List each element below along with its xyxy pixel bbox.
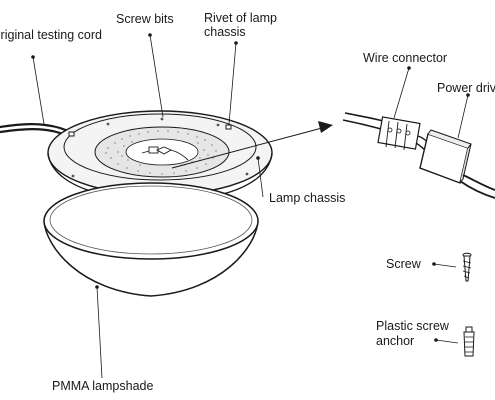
label-power-driver: Power driver bbox=[437, 81, 495, 95]
led-panel bbox=[94, 126, 230, 178]
led-dots bbox=[105, 130, 217, 175]
label-screw-bits: Screw bits bbox=[116, 12, 174, 26]
screw-anchor-part bbox=[463, 326, 475, 357]
label-anchor-line1: Plastic screw bbox=[376, 319, 450, 333]
connection-arrow bbox=[171, 121, 333, 169]
center-terminal bbox=[141, 146, 189, 161]
rivets bbox=[68, 124, 232, 137]
label-rivet-line2: chassis bbox=[204, 25, 246, 39]
leader-dots bbox=[31, 33, 470, 342]
power-driver bbox=[419, 129, 495, 199]
label-lampshade: PMMA lampshade bbox=[52, 379, 153, 393]
label-lamp-chassis: Lamp chassis bbox=[269, 191, 345, 205]
label-screw: Screw bbox=[386, 257, 422, 271]
screw-part bbox=[462, 252, 472, 282]
screw-bits bbox=[71, 117, 249, 178]
wire-connector bbox=[342, 112, 432, 155]
leader-lines bbox=[32, 34, 469, 379]
label-rivet-line1: Rivet of lamp bbox=[204, 11, 277, 25]
label-wire-connector: Wire connector bbox=[363, 51, 447, 65]
label-testing-cord: Original testing cord bbox=[0, 28, 102, 42]
label-anchor-line2: anchor bbox=[376, 334, 414, 348]
pmma-lampshade bbox=[43, 182, 259, 297]
